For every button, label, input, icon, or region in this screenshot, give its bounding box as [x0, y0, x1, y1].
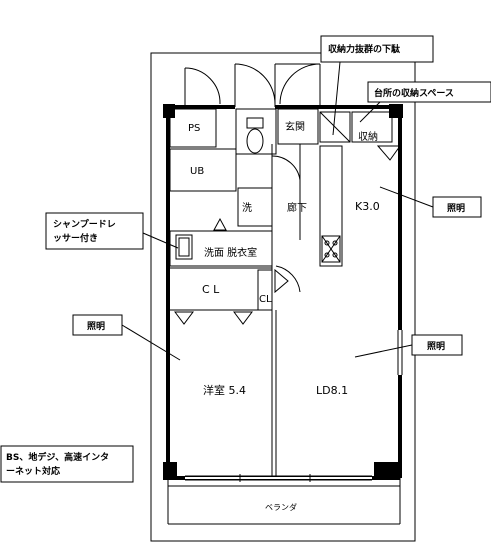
room-kitchen: K3.0 — [355, 200, 380, 213]
svg-text:シャンプードレ: シャンプードレ — [53, 218, 116, 230]
veranda-area — [167, 478, 401, 525]
svg-text:照明: 照明 — [447, 203, 465, 214]
room-ps: PS — [188, 123, 200, 134]
callout-light-right-top: 照明 — [379, 186, 482, 218]
right-window — [397, 330, 403, 375]
svg-text:BS、地デジ、高速インタ: BS、地デジ、高速インタ — [6, 451, 109, 463]
interior-walls — [169, 108, 401, 476]
room-youshitsu: 洋室 5.4 — [203, 383, 246, 397]
callout-features: BS、地デジ、高速インタ ーネット対応 — [0, 445, 134, 483]
room-ld: LD8.1 — [316, 384, 348, 397]
room-genkan: 玄関 — [285, 120, 305, 133]
room-cl-small: CL — [259, 294, 272, 305]
outer-boundary — [150, 52, 416, 542]
svg-text:台所の収納スペース: 台所の収納スペース — [374, 87, 454, 99]
unit-walls — [163, 104, 403, 480]
svg-text:照明: 照明 — [87, 321, 105, 332]
svg-text:収納力抜群の下駄: 収納力抜群の下駄 — [328, 43, 401, 55]
callout-light-right-mid: 照明 — [354, 334, 463, 358]
svg-text:照明: 照明 — [427, 341, 445, 352]
callout-light-left: 照明 — [72, 314, 181, 361]
svg-text:ーネット対応: ーネット対応 — [6, 465, 60, 477]
callout-kitchen-storage: 台所の収納スペース — [359, 81, 491, 123]
room-rouka: 廊下 — [287, 201, 307, 214]
svg-text:ッサー付き: ッサー付き — [53, 232, 98, 244]
callout-shampoo: シャンプードレ ッサー付き — [45, 212, 179, 250]
entrance-top — [184, 63, 321, 107]
room-cl-main: C L — [202, 283, 220, 296]
room-ub: UB — [190, 166, 204, 177]
bottom-windows — [185, 474, 372, 482]
room-veranda: ベランダ — [265, 502, 297, 512]
callout-shunou: 収納力抜群の下駄 — [320, 35, 434, 136]
room-toilet-wash: 洗 — [242, 202, 252, 214]
room-shuno: 収納 — [358, 130, 378, 143]
room-senmen: 洗面 脱衣室 — [204, 246, 257, 259]
